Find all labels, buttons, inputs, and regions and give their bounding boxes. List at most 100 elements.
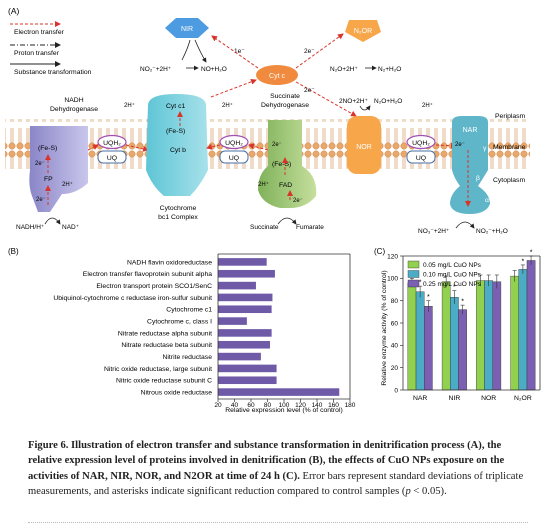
caption-pvalue: p bbox=[405, 486, 411, 498]
nar-label: NAR bbox=[463, 127, 478, 134]
caption-bold: Figure 6. Illustration of electron trans… bbox=[28, 440, 505, 482]
panel-c-legend-label: 0.05 mg/L CuO NPs bbox=[423, 262, 482, 269]
panel-b-category-label: Nitrate reductase alpha subunit bbox=[118, 330, 212, 337]
panel-c-bar bbox=[450, 297, 459, 391]
panel-a-label: (A) bbox=[8, 6, 20, 16]
panel-b-label: (B) bbox=[8, 247, 19, 256]
panel-c-bar bbox=[415, 291, 425, 391]
n2or-substrate-label: N₂O+2H⁺ bbox=[330, 66, 358, 73]
nar-alpha: α bbox=[485, 197, 489, 204]
nadh-electron-label: 2e⁻ bbox=[35, 161, 45, 167]
uqh2-label-1: UQH₂ bbox=[103, 140, 121, 147]
panel-b-bar bbox=[218, 293, 273, 302]
panel-c-y-tick-label: 80 bbox=[391, 298, 399, 305]
nadh-e2-lower-label: 2e⁻ bbox=[36, 197, 46, 203]
panel-c-category-label: NOR bbox=[481, 395, 496, 402]
cytc-node bbox=[256, 65, 298, 85]
panel-c-bar bbox=[518, 269, 528, 391]
panel-c-legend-swatch bbox=[407, 279, 420, 288]
nadh-fp-label: FP bbox=[44, 176, 53, 183]
nor-electron-label: 2e⁻ bbox=[304, 87, 315, 94]
uqh2-label-3: UQH₂ bbox=[412, 140, 430, 147]
panel-c-label: (C) bbox=[374, 247, 385, 256]
panel-b-bar bbox=[218, 317, 247, 325]
nir-electron-label: 1e⁻ bbox=[234, 48, 245, 55]
panel-b-x-axis-title: Relative expression level (% of control) bbox=[225, 407, 343, 414]
panel-b-x-tick-label: 60 bbox=[247, 402, 255, 409]
panel-c-category-label: NAR bbox=[413, 395, 427, 402]
succinate-label: Succinate bbox=[250, 224, 279, 231]
panel-c-y-tick-label: 60 bbox=[391, 320, 399, 327]
panel-c-legend-swatch bbox=[407, 260, 420, 269]
nar-proton-label: 2H⁺ bbox=[422, 102, 433, 109]
uqh2-node-2 bbox=[219, 134, 249, 150]
n2or-product-label: N₂+H₂O bbox=[378, 66, 401, 73]
panel-c-y-tick-label: 120 bbox=[387, 253, 398, 260]
nadh-substrate-label: NADH/H⁺ bbox=[16, 224, 45, 231]
panel-c-category-label: N₂OR bbox=[514, 395, 532, 402]
panel-c-significance-mark: * bbox=[530, 250, 533, 257]
panel-c-bar bbox=[526, 260, 536, 391]
panel-b-bar bbox=[218, 329, 272, 337]
panel-a-diagram: (A) Electron transfer Proton transfer Su… bbox=[5, 6, 530, 235]
panel-c-y-tick-label: 100 bbox=[387, 276, 398, 283]
panel-b-category-label: Electron transfer flavoprotein subunit a… bbox=[83, 271, 212, 278]
legend-substance-transformation: Substance transformation bbox=[14, 69, 92, 76]
panel-c-significance-mark: * bbox=[453, 284, 456, 291]
cytbc1-fes-label: (Fe-S) bbox=[166, 128, 185, 135]
panel-b-x-tick-label: 160 bbox=[328, 402, 339, 409]
panel-c-bar bbox=[476, 280, 485, 391]
panel-b-x-tick-label: 120 bbox=[295, 402, 306, 409]
cytb-label: Cyt b bbox=[170, 147, 186, 154]
panel-b-bar bbox=[218, 376, 277, 385]
succ-e2-upper: 2e⁻ bbox=[272, 142, 282, 148]
nor-complex bbox=[347, 116, 381, 174]
panel-b-x-tick-label: 80 bbox=[264, 402, 272, 409]
panel-b-x-tick-label: 140 bbox=[312, 402, 323, 409]
panel-c-significance-mark: * bbox=[461, 299, 464, 306]
caption-tail: < 0.05). bbox=[410, 486, 447, 498]
nadh-complex bbox=[29, 126, 88, 212]
uq-label-3: UQ bbox=[416, 155, 426, 162]
panel-b-bar bbox=[218, 305, 272, 314]
nor-substrate-label: 2NO+2H⁺ bbox=[339, 98, 368, 105]
panel-c-chart: (C) Relative enzyme activity (% of contr… bbox=[374, 247, 541, 402]
uq-node-1 bbox=[97, 150, 127, 164]
panel-b-bar bbox=[218, 388, 340, 396]
panel-b-x-tick-label: 100 bbox=[279, 402, 290, 409]
membrane-label: Membrane bbox=[493, 144, 526, 151]
n2or-electron-label: 2e⁻ bbox=[304, 48, 315, 55]
panel-a-legend: Electron transfer Proton transfer Substa… bbox=[10, 21, 92, 76]
panel-c-category-label: NIR bbox=[449, 395, 461, 402]
panel-c-bar bbox=[424, 306, 433, 391]
cytbc1-proton-right: 2H⁺ bbox=[222, 102, 233, 109]
uqh2-label-2: UQH₂ bbox=[225, 140, 243, 147]
panel-b-category-label: Nitric oxide reductase, large subunit bbox=[104, 366, 212, 373]
panel-b-bar bbox=[218, 281, 256, 290]
caption-normal: Error bars represent standard deviations… bbox=[28, 470, 524, 498]
panel-c-bar bbox=[441, 281, 451, 391]
panel-b-category-label: Nitrous oxide reductase bbox=[141, 389, 213, 396]
panel-c-bar bbox=[484, 280, 493, 391]
panel-c-y-tick-label: 20 bbox=[391, 365, 399, 372]
panel-c-bar bbox=[492, 281, 502, 391]
nir-product-label: NO+H₂O bbox=[201, 66, 227, 73]
panel-b-x-tick-label: 20 bbox=[214, 402, 222, 409]
succ-proton-label: 2H⁺ bbox=[258, 181, 269, 188]
panel-c-y-axis-title: Relative enzyme activity (% of control) bbox=[381, 270, 388, 385]
panel-b-category-label: Electron transport protein SCO1/SenC bbox=[96, 283, 212, 290]
fad-label: FAD bbox=[279, 182, 292, 189]
panel-c-y-tick-label: 40 bbox=[391, 343, 399, 350]
uq-label-2: UQ bbox=[229, 155, 239, 162]
uq-node-3 bbox=[406, 150, 436, 164]
legend-proton-transfer: Proton transfer bbox=[14, 50, 60, 57]
nir-substrate-label: NO₂⁻+2H⁺ bbox=[140, 66, 172, 73]
cytc-label: Cyt c bbox=[269, 73, 285, 80]
nar-substrate-label: NO₃⁻+2H⁺ bbox=[418, 228, 450, 235]
panel-c-legend-swatch bbox=[407, 270, 420, 278]
panel-b-category-label: Nitric oxide reductase subunit C bbox=[116, 378, 212, 385]
